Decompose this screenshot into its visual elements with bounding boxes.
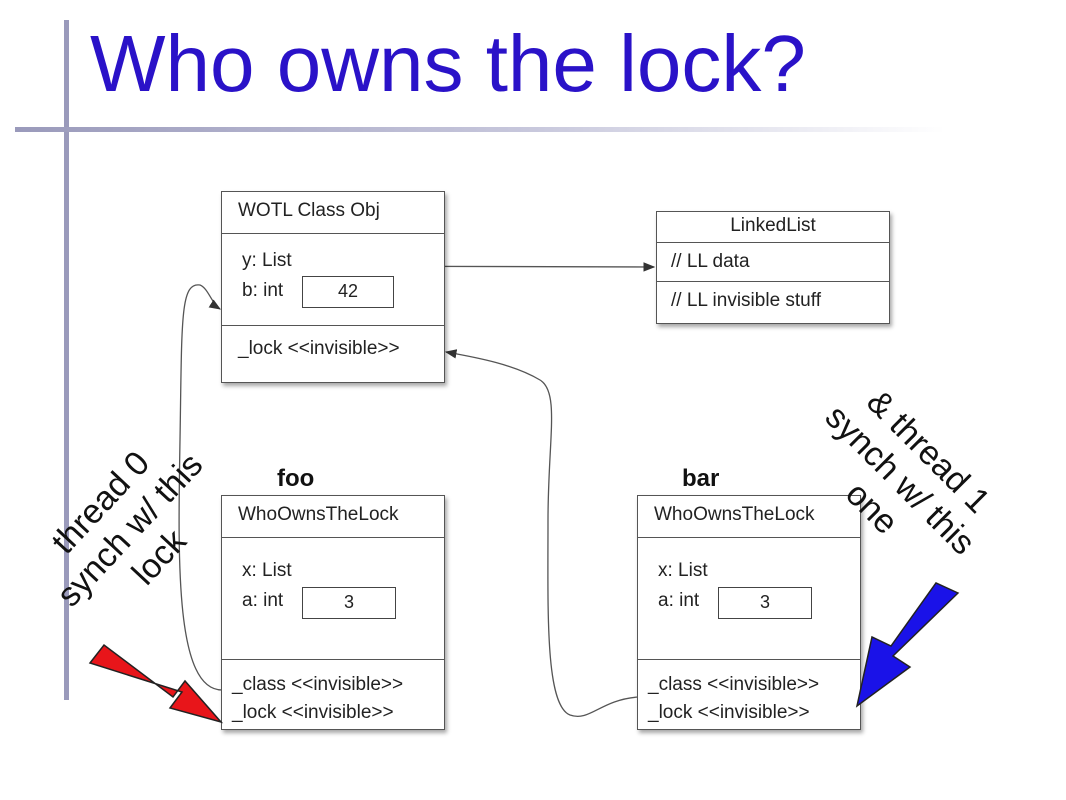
bar-label: bar (682, 465, 720, 492)
foo-a-value: 3 (302, 587, 396, 619)
linkedlist-header: LinkedList (657, 212, 889, 243)
wotl-class-object: WOTL Class Obj y: List b: int 42 _lock <… (221, 191, 445, 383)
blue-arrow (855, 582, 960, 708)
foo-header: WhoOwnsTheLock (222, 496, 444, 538)
bar-class: _class <<invisible>> (648, 674, 820, 695)
wotl-header: WOTL Class Obj (222, 192, 444, 234)
bar-hidden-section: _class <<invisible>> _lock <<invisible>> (638, 660, 860, 730)
foo-class: _class <<invisible>> (232, 674, 404, 695)
class-pointer-foo-to-wotl (178, 284, 223, 691)
class-pointer-bar-to-wotl (444, 349, 639, 717)
wotl-field-y: y: List (242, 250, 292, 271)
foo-field-a: a: int (242, 590, 284, 611)
red-arrow (88, 643, 224, 724)
bar-fields: x: List a: int 3 (638, 538, 860, 660)
wotl-b-value: 42 (302, 276, 394, 308)
foo-fields: x: List a: int 3 (222, 538, 444, 660)
wotl-field-b: b: int (242, 280, 284, 301)
foo-lock: _lock <<invisible>> (232, 702, 394, 723)
bar-lock: _lock <<invisible>> (648, 702, 810, 723)
bar-object: WhoOwnsTheLock x: List a: int 3 _class <… (637, 495, 861, 730)
slide-vertical-rule (64, 20, 69, 700)
linkedlist-data-row: // LL data (657, 243, 889, 282)
wotl-lock: _lock <<invisible>> (238, 338, 400, 359)
bar-field-x: x: List (658, 560, 708, 581)
bar-header: WhoOwnsTheLock (638, 496, 860, 538)
wotl-lock-section: _lock <<invisible>> (222, 326, 444, 382)
foo-label: foo (277, 465, 315, 492)
bar-field-a: a: int (658, 590, 700, 611)
linkedlist-object: LinkedList // LL data // LL invisible st… (656, 211, 890, 324)
foo-field-x: x: List (242, 560, 292, 581)
slide-horizontal-rule (15, 127, 945, 132)
bar-a-value: 3 (718, 587, 812, 619)
wotl-fields: y: List b: int 42 (222, 234, 444, 326)
foo-object: WhoOwnsTheLock x: List a: int 3 _class <… (221, 495, 445, 730)
foo-hidden-section: _class <<invisible>> _lock <<invisible>> (222, 660, 444, 730)
linkedlist-invisible-row: // LL invisible stuff (671, 290, 821, 311)
slide-title: Who owns the lock? (90, 19, 806, 108)
